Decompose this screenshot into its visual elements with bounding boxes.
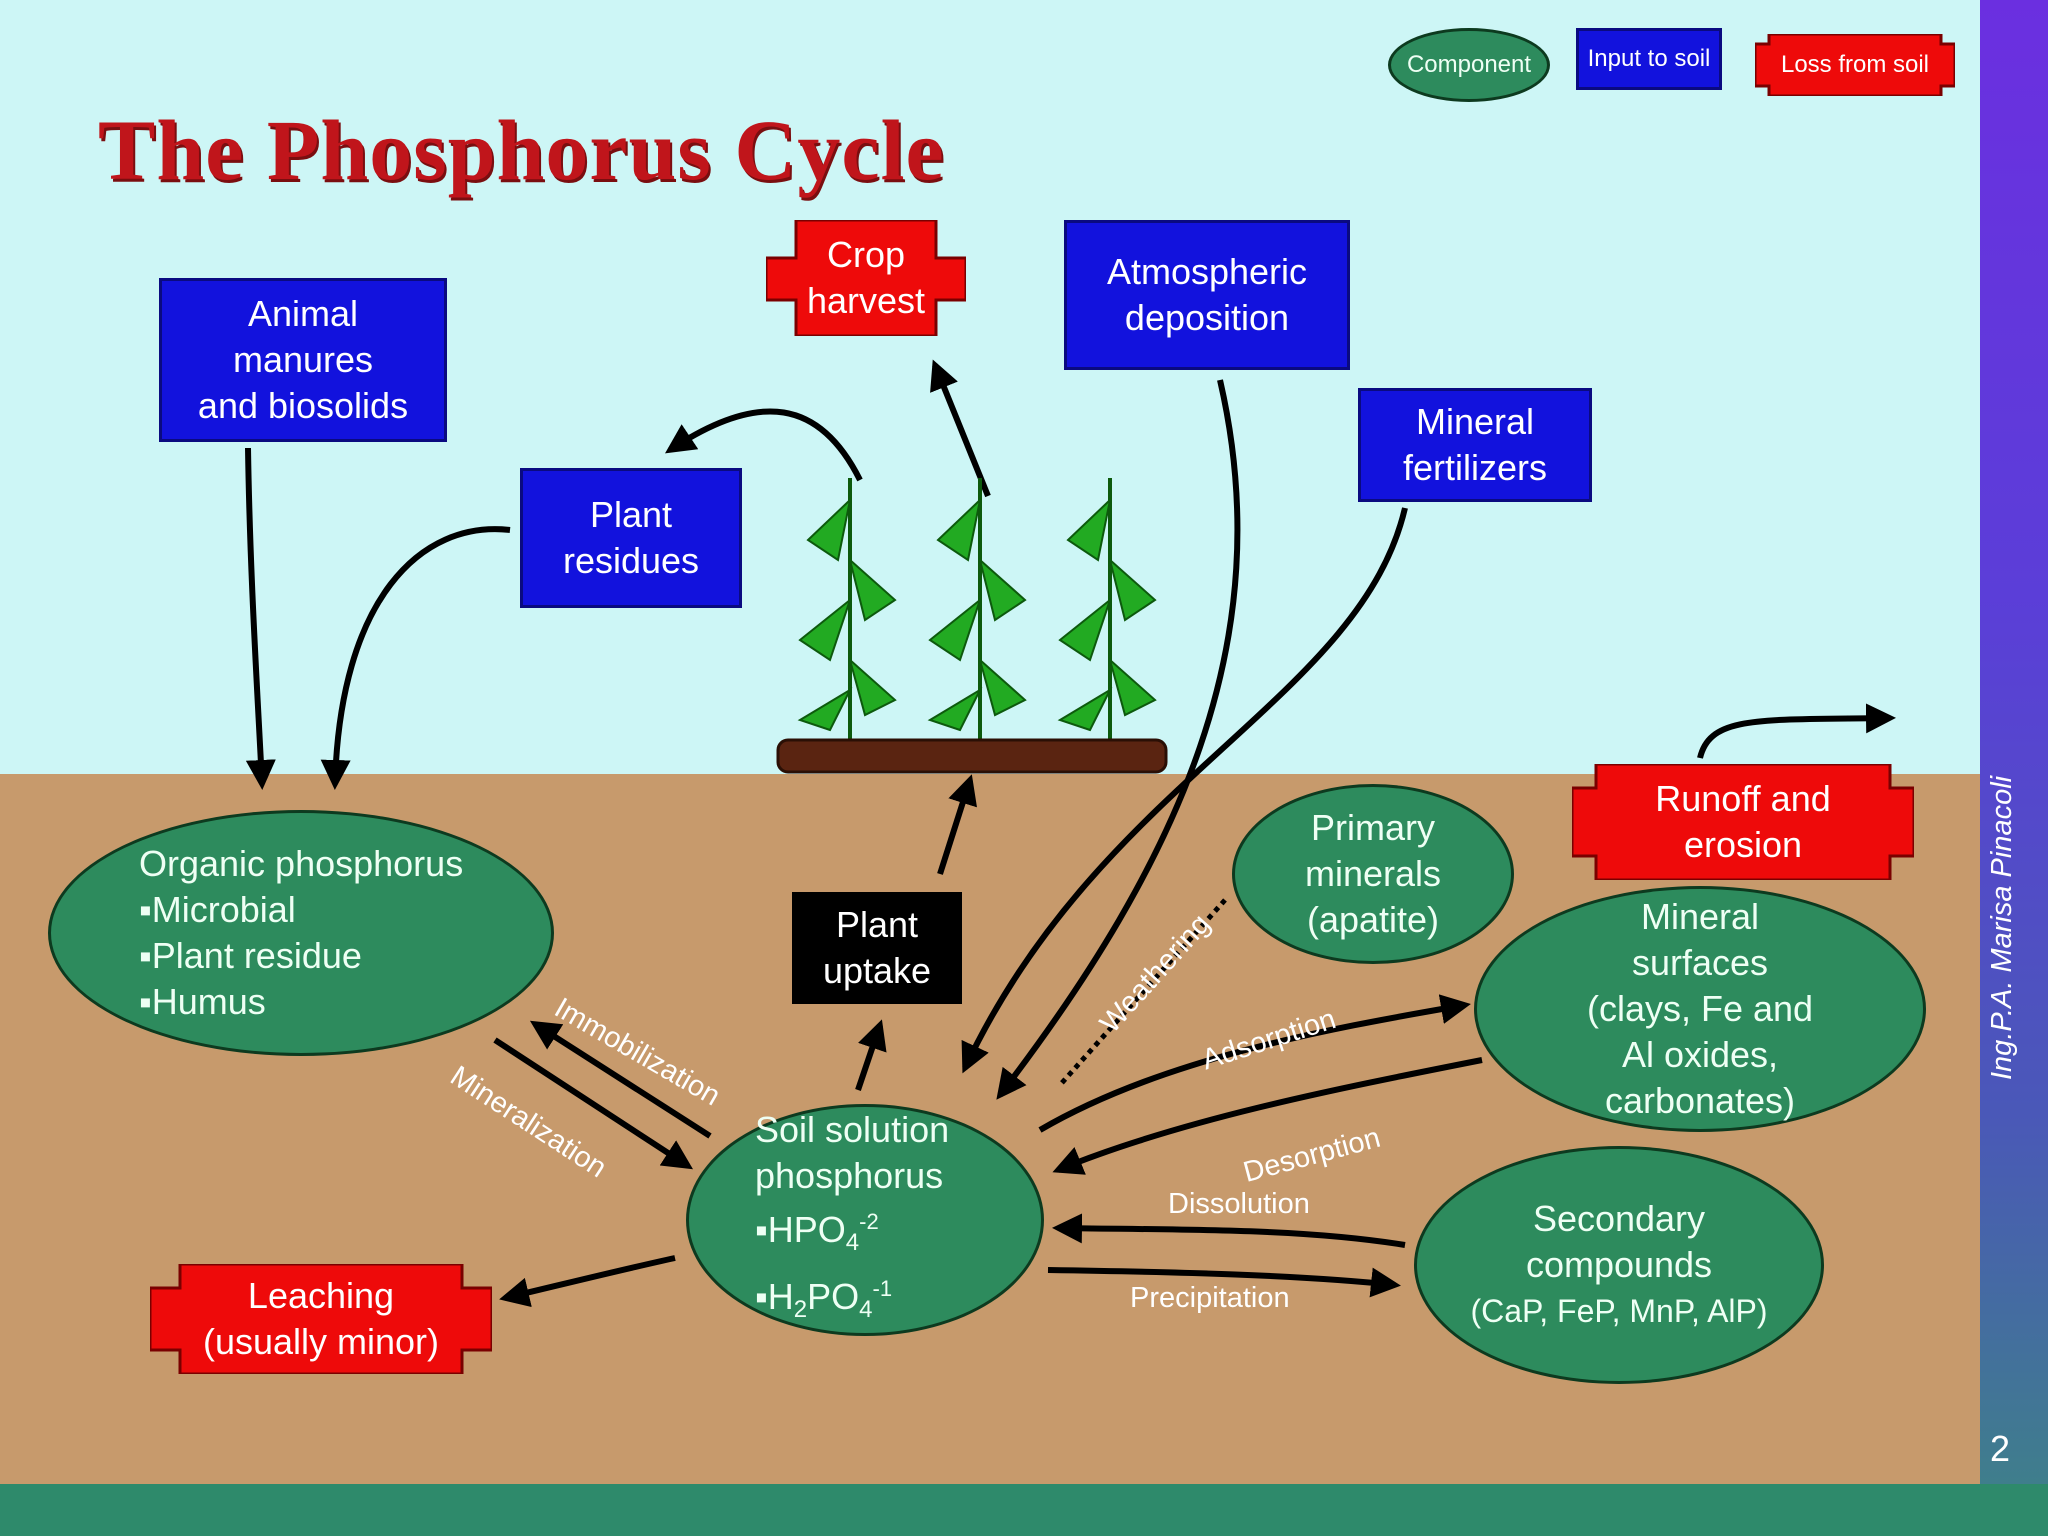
arrow-fertilizers-to-solution — [961, 507, 1408, 1074]
organic-line2: ▪Microbial — [139, 889, 296, 930]
secondary-line1: Secondary — [1532, 1198, 1706, 1239]
secondary-line2: compounds — [1525, 1244, 1713, 1285]
secondary-line3: (CaP, FeP, MnP, AlP) — [1470, 1293, 1768, 1329]
arrow-solution-to-leaching — [499, 1255, 676, 1308]
component-mineral-surfaces: Mineral surfaces (clays, Fe and Al oxide… — [1474, 886, 1926, 1132]
arrow-solution-to-organic — [529, 1020, 712, 1139]
legend-input: Input to soil — [1576, 28, 1722, 90]
box-atmospheric-line1: Atmospheric — [1106, 251, 1308, 292]
box-leaching-line1: Leaching — [247, 1275, 395, 1316]
legend-loss-label: Loss from soil — [1780, 51, 1930, 78]
mineral-surfaces-line2: surfaces — [1631, 942, 1769, 983]
component-soil-solution: Soil solution phosphorus ▪HPO4-2 ▪H2PO4-… — [686, 1104, 1044, 1336]
legend-loss: Loss from soil — [1755, 34, 1955, 96]
arrow-plants-to-residues — [665, 408, 863, 482]
arrow-atmospheric-to-solution — [996, 379, 1241, 1100]
legend-component: Component — [1388, 28, 1550, 102]
box-animal-manures: Animal manures and biosolids — [159, 278, 447, 442]
box-animal-manures-line3: and biosolids — [197, 385, 409, 426]
arrow-solution-to-mineral-surfaces — [1038, 994, 1471, 1133]
component-organic-phosphorus: Organic phosphorus ▪Microbial ▪Plant res… — [48, 810, 554, 1056]
box-runoff-line1: Runoff and — [1655, 778, 1831, 819]
corn-plants — [797, 478, 1157, 745]
box-crop-harvest-line2: harvest — [806, 280, 926, 321]
mineral-surfaces-line4: Al oxides, — [1621, 1034, 1779, 1075]
primary-line3: (apatite) — [1306, 899, 1440, 940]
mineral-surfaces-line3: (clays, Fe and — [1586, 988, 1814, 1029]
box-plant-residues: Plant residues — [520, 468, 742, 608]
arrow-residues-to-organic — [320, 526, 511, 790]
solution-hpo-sup: -2 — [859, 1208, 879, 1234]
solution-h-sub: 2 — [793, 1296, 808, 1324]
arrow-secondary-to-solution — [1052, 1213, 1406, 1248]
box-animal-manures-line2: manures — [232, 339, 374, 380]
sidebar-gradient — [1980, 0, 2048, 1484]
arrow-mineral-surfaces-to-runoff — [1697, 703, 1896, 759]
box-plant-residues-line1: Plant — [589, 494, 673, 535]
arrow-plants-to-harvest — [930, 359, 991, 498]
organic-line1: Organic phosphorus — [139, 843, 464, 884]
page-number: 2 — [1989, 1428, 2011, 1469]
ground-strip — [776, 738, 1168, 774]
solution-hpo-text: ▪HPO — [755, 1208, 846, 1250]
arrows-layer — [245, 359, 1896, 1308]
box-animal-manures-line1: Animal — [247, 293, 359, 334]
box-atmospheric-line2: deposition — [1124, 297, 1290, 338]
solution-hpo4: ▪HPO4-2 — [755, 1199, 879, 1266]
diagram-canvas: The Phosphorus Cycle Component Input to … — [0, 0, 1980, 1484]
box-atmospheric-deposition: Atmospheric deposition — [1064, 220, 1350, 370]
arrow-uptake-to-plants — [937, 774, 977, 875]
page-title: The Phosphorus Cycle — [98, 102, 945, 198]
box-plant-residues-line2: residues — [562, 540, 700, 581]
component-primary-minerals: Primary minerals (apatite) — [1232, 784, 1514, 964]
box-fertilizers-line2: fertilizers — [1402, 447, 1548, 488]
box-fertilizers-line1: Mineral — [1415, 401, 1535, 442]
box-crop-harvest: Crop harvest — [766, 220, 966, 336]
arrow-solution-to-uptake — [855, 1019, 887, 1091]
box-runoff-erosion: Runoff and erosion — [1572, 764, 1914, 880]
legend-input-label: Input to soil — [1587, 45, 1711, 72]
primary-line1: Primary — [1311, 807, 1435, 848]
label-precipitation: Precipitation — [1130, 1282, 1290, 1314]
arrow-solution-to-secondary — [1047, 1267, 1401, 1298]
solution-po-text: PO — [807, 1276, 860, 1317]
label-dissolution: Dissolution — [1168, 1188, 1310, 1220]
solution-hpo-sub: 4 — [845, 1229, 860, 1256]
author-text: Ing.P.A. Marisa Pinacoli — [1986, 775, 2018, 1080]
box-runoff-line2: erosion — [1683, 824, 1803, 865]
solution-po-sub: 4 — [859, 1296, 873, 1324]
footer-bar — [0, 1484, 2048, 1536]
solution-h2po4: ▪H2PO4-1 — [755, 1266, 892, 1333]
component-secondary-compounds: Secondary compounds (CaP, FeP, MnP, AlP) — [1414, 1146, 1824, 1384]
solution-line1: Soil solution — [755, 1108, 950, 1150]
organic-line3: ▪Plant residue — [139, 935, 362, 976]
box-crop-harvest-line1: Crop — [826, 234, 906, 275]
mineral-surfaces-line5: carbonates) — [1604, 1080, 1796, 1121]
mineral-surfaces-line1: Mineral — [1640, 896, 1760, 937]
box-leaching-line2: (usually minor) — [202, 1321, 440, 1362]
organic-line4: ▪Humus — [139, 981, 266, 1022]
box-leaching: Leaching (usually minor) — [150, 1264, 492, 1374]
legend-component-label: Component — [1406, 51, 1532, 78]
arrow-weathering — [1058, 898, 1227, 1087]
author-credit: Ing.P.A. Marisa Pinacoli — [1986, 776, 2018, 1081]
box-plant-uptake: Plant uptake — [792, 892, 962, 1004]
box-plant-uptake-line1: Plant — [835, 904, 919, 945]
box-plant-uptake-line2: uptake — [822, 950, 932, 991]
primary-line2: minerals — [1304, 853, 1442, 894]
arrow-manures-to-organic — [245, 447, 276, 790]
solution-line2: phosphorus — [755, 1154, 944, 1196]
solution-po-sup: -1 — [872, 1276, 893, 1301]
box-mineral-fertilizers: Mineral fertilizers — [1358, 388, 1592, 502]
arrow-organic-to-solution — [493, 1037, 694, 1170]
arrow-mineral-surfaces-to-solution — [1052, 1057, 1483, 1175]
solution-h-text: ▪H — [755, 1276, 794, 1317]
